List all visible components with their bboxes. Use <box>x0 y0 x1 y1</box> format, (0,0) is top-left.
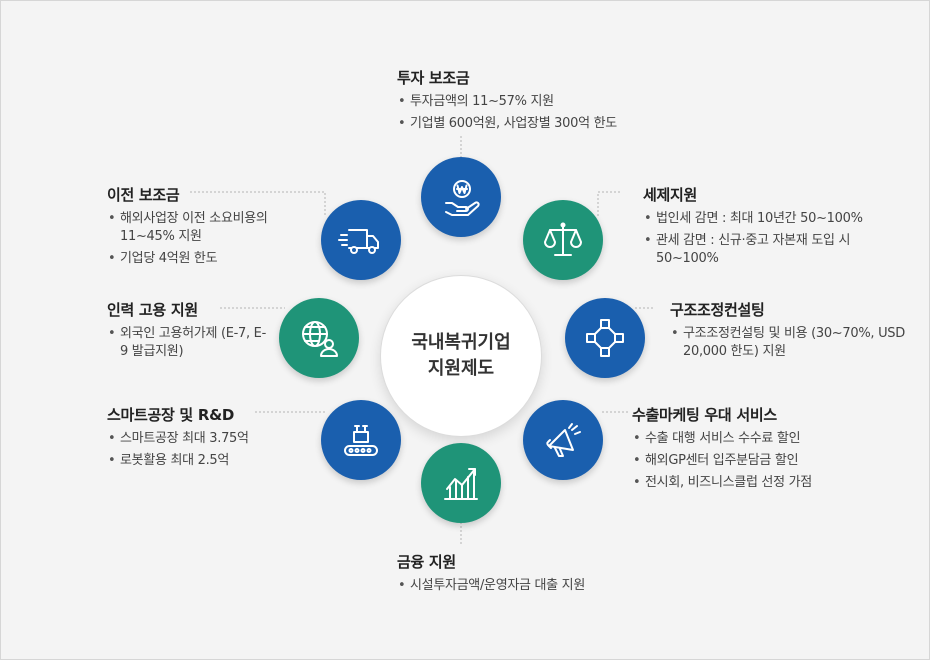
bullet-item: 구조조정컨설팅 및 비용 (30~70%, USD 20,000 한도) 지원 <box>670 325 905 361</box>
bullet-item: 해외GP센터 입주분담금 할인 <box>632 452 812 470</box>
conveyor-robot-icon <box>344 425 378 456</box>
center-title-line1: 국내복귀기업 <box>411 332 511 353</box>
globe-person-icon <box>302 321 338 357</box>
connector-relocation <box>190 191 326 217</box>
block-financial-support: 금융 지원 시설투자금액/운영자금 대출 지원 <box>397 551 585 599</box>
block-title: 수출마케팅 우대 서비스 <box>632 406 777 424</box>
block-restructuring-consulting: 구조조정컨설팅 구조조정컨설팅 및 비용 (30~70%, USD 20,000… <box>670 299 905 365</box>
block-title: 금융 지원 <box>397 553 456 571</box>
node-employment <box>279 298 359 378</box>
node-tax <box>523 200 603 280</box>
bullet-item: 전시회, 비즈니스클럽 선정 가점 <box>632 474 812 492</box>
block-title: 스마트공장 및 R&D <box>107 406 235 424</box>
block-relocation-subsidy: 이전 보조금 해외사업장 이전 소요비용의 11~45% 지원 기업당 4억원 … <box>107 184 307 272</box>
megaphone-icon <box>546 423 581 457</box>
bullet-item: 기업별 600억원, 사업장별 300억 한도 <box>397 115 617 133</box>
node-finance <box>421 443 501 523</box>
bullet-item: 기업당 4억원 한도 <box>107 250 307 268</box>
center-circle: 국내복귀기업 지원제도 <box>380 275 542 437</box>
node-export <box>523 400 603 480</box>
bullet-item: 시설투자금액/운영자금 대출 지원 <box>397 577 585 595</box>
growth-chart-icon <box>444 468 478 500</box>
scales-icon <box>544 222 582 256</box>
moving-truck-icon <box>338 229 379 254</box>
bullet-item: 법인세 감면 : 최대 10년간 50~100% <box>643 210 868 228</box>
block-tax-support: 세제지원 법인세 감면 : 최대 10년간 50~100% 관세 감면 : 신규… <box>643 184 868 272</box>
bullet-item: 외국인 고용허가제 (E-7, E-9 발급지원) <box>107 325 272 361</box>
block-smart-factory-rnd: 스마트공장 및 R&D 스마트공장 최대 3.75억 로봇활용 최대 2.5억 <box>107 404 249 474</box>
bullet-item: 관세 감면 : 신규·중고 자본재 도입 시 50~100% <box>643 232 868 268</box>
node-smart-factory <box>321 400 401 480</box>
bullet-item: 해외사업장 이전 소요비용의 11~45% 지원 <box>107 210 307 246</box>
connector-tax <box>597 191 620 217</box>
block-export-marketing: 수출마케팅 우대 서비스 수출 대행 서비스 수수료 할인 해외GP센터 입주분… <box>632 404 812 496</box>
node-relocation <box>321 200 401 280</box>
network-nodes-icon <box>586 319 624 357</box>
bullet-item: 투자금액의 11~57% 지원 <box>397 93 617 111</box>
block-title: 세제지원 <box>643 186 698 204</box>
block-title: 이전 보조금 <box>107 186 180 204</box>
block-investment-subsidy: 투자 보조금 투자금액의 11~57% 지원 기업별 600억원, 사업장별 3… <box>397 67 617 137</box>
center-title-line2: 지원제도 <box>427 358 495 379</box>
block-employment-support: 인력 고용 지원 외국인 고용허가제 (E-7, E-9 발급지원) <box>107 299 272 365</box>
block-title: 투자 보조금 <box>397 69 470 87</box>
bullet-item: 로봇활용 최대 2.5억 <box>107 452 249 470</box>
bullet-item: 스마트공장 최대 3.75억 <box>107 430 249 448</box>
block-title: 구조조정컨설팅 <box>670 301 765 319</box>
block-title: 인력 고용 지원 <box>107 301 198 319</box>
won-coin-hand-icon <box>445 180 480 216</box>
bullet-item: 수출 대행 서비스 수수료 할인 <box>632 430 812 448</box>
node-investment <box>421 157 501 237</box>
node-consulting <box>565 298 645 378</box>
